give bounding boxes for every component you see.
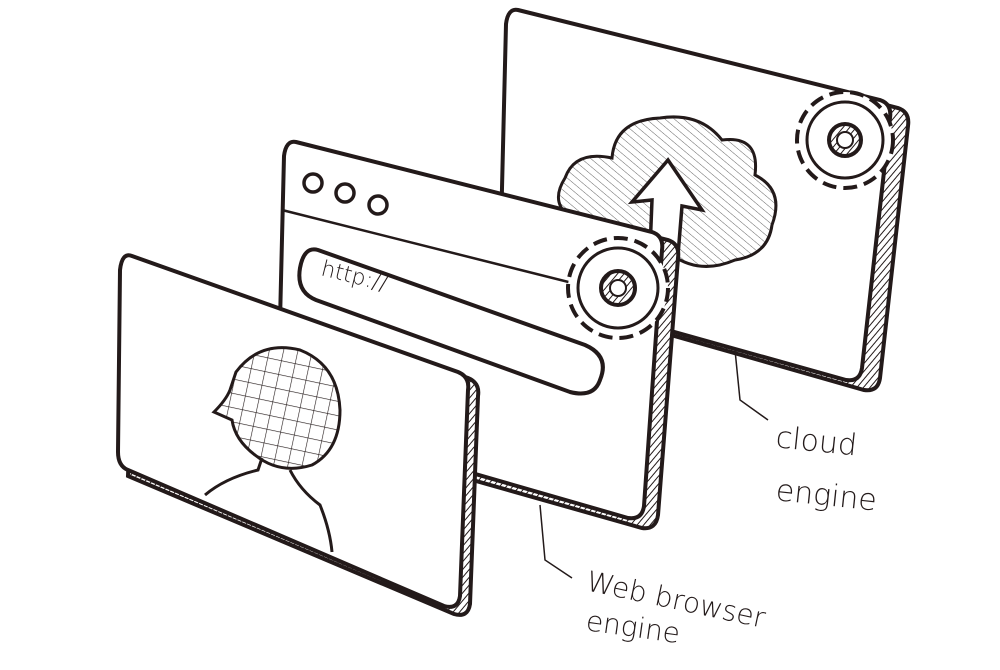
cloud-label-line1: cloud: [774, 420, 858, 463]
window-dots-icon[interactable]: [302, 172, 389, 216]
cloud-label-line2: engine: [774, 473, 878, 518]
address-bar[interactable]: [297, 247, 605, 396]
cloud-engine-label: cloud engine: [774, 420, 878, 518]
gear-icon: [566, 236, 670, 340]
user-panel: [115, 253, 481, 617]
user-avatar-icon: [204, 346, 342, 553]
web-browser-engine-label: Web browser engine: [584, 565, 769, 651]
gear-icon: [795, 90, 895, 190]
